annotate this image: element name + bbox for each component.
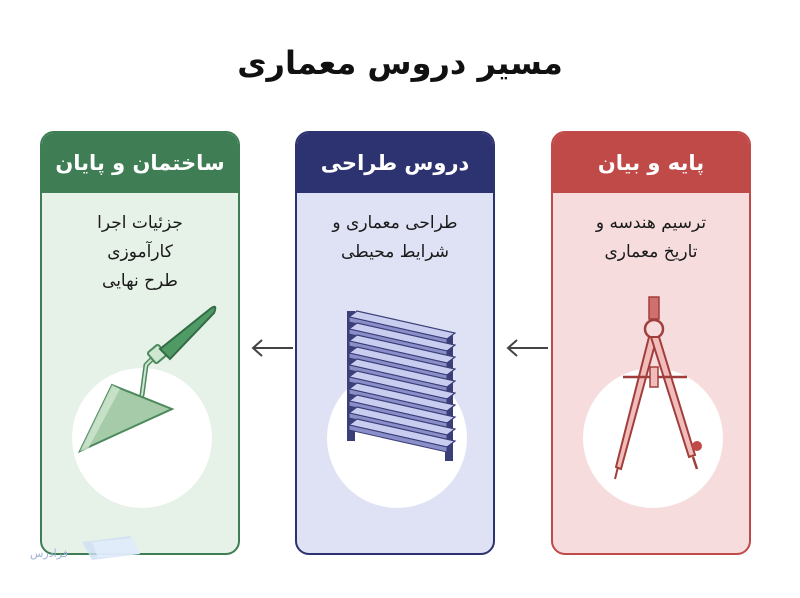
card-construction-heading: ساختمان و پایان [42,133,238,193]
card-design: دروس طراحی طراحی معماری و شرایط محیطی [295,131,495,555]
card-design-line-2: شرایط محیطی [341,242,449,262]
faradars-logo-icon [82,536,140,560]
card-foundation-text: ترسیم هندسه و تاریخ معماری [561,209,741,267]
arrow-left-icon [251,339,293,357]
card-foundation-line-1: ترسیم هندسه و [595,213,707,233]
card-construction: ساختمان و پایان جزئیات اجرا کارآموزی طرح… [40,131,240,555]
card-construction-text: جزئیات اجرا کارآموزی طرح نهایی [50,209,230,296]
card-construction-line-2: کارآموزی [107,242,173,262]
arrow-left-icon [506,339,548,357]
icon-background [327,368,467,508]
icon-background [72,368,212,508]
card-design-heading: دروس طراحی [297,133,493,193]
card-foundation-line-2: تاریخ معماری [604,242,698,262]
card-foundation: پایه و بیان ترسیم هندسه و تاریخ معماری [551,131,751,555]
card-construction-line-3: طرح نهایی [102,271,178,291]
icon-background [583,368,723,508]
card-foundation-heading: پایه و بیان [553,133,749,193]
page-title: مسیر دروس معماری [237,44,563,82]
card-design-line-1: طراحی معماری و [332,213,458,233]
card-design-text: طراحی معماری و شرایط محیطی [305,209,485,267]
card-construction-line-1: جزئیات اجرا [97,213,183,233]
watermark-text: فرادرس [30,547,69,560]
